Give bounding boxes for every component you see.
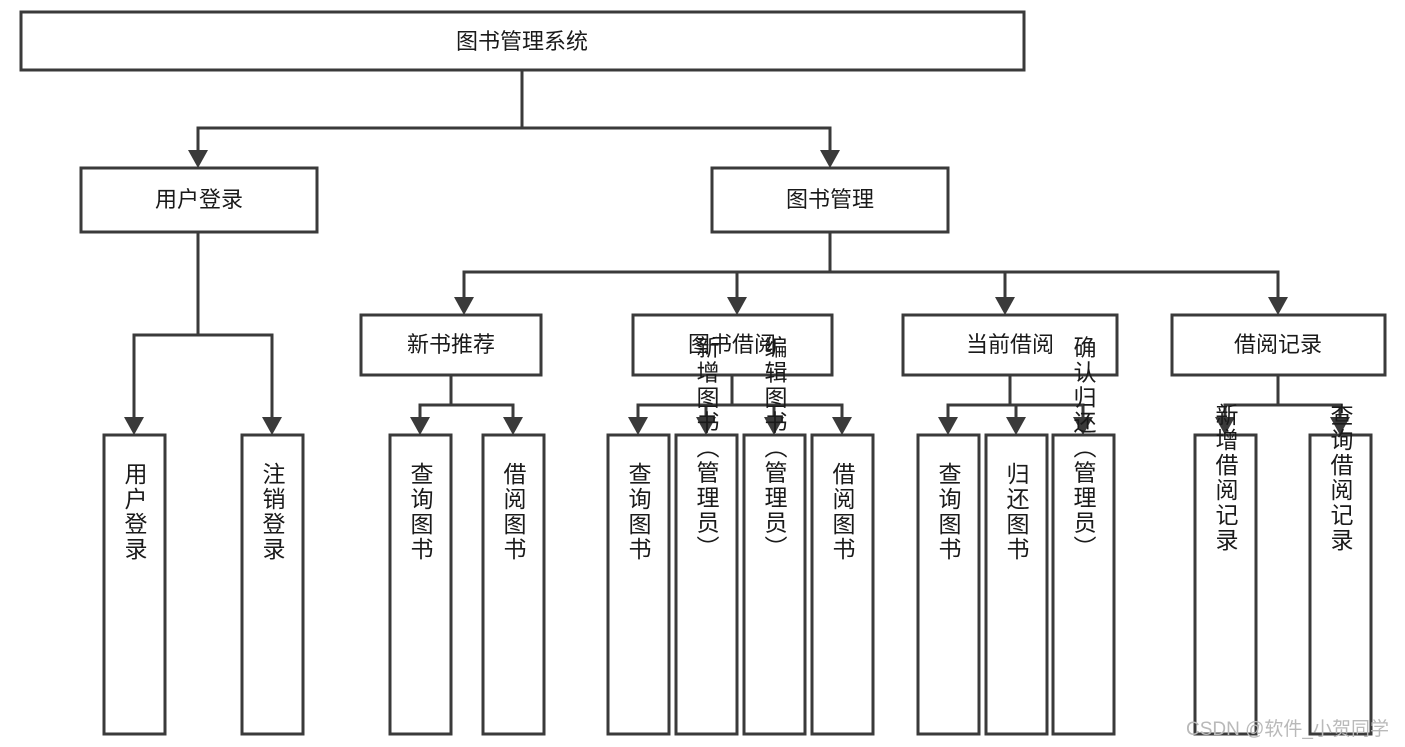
node-new-book-rec-box[interactable] [359,313,543,377]
node-leaf-return-book-label: 归还图书 [1003,462,1030,562]
csdn-watermark: CSDN @软件_小贺同学 [1186,719,1389,740]
node-book-manage-box[interactable] [710,166,950,234]
connector-edges [124,68,1350,435]
node-leaf-user-login[interactable]: 用户登录 [102,433,167,736]
node-borrow-record-label: 借阅记录 [1234,332,1322,357]
node-leaf-add-record-label: 新增借阅记录 [1212,403,1239,553]
arrow-leaf-edit-book [764,417,784,435]
arrow-leaf-query-record [1330,417,1350,435]
node-new-book-rec[interactable]: 新书推荐 [359,313,543,377]
node-leaf-borrow-book-label: 借阅图书 [829,462,856,562]
node-leaf-query-book-cur-label: 查询图书 [935,462,962,562]
node-leaf-user-logout[interactable]: 注销登录 [240,433,305,736]
node-book-manage-label: 图书管理 [786,187,874,212]
node-leaf-query-book-rec[interactable]: 查询图书 [388,433,453,736]
node-new-book-rec-label: 新书推荐 [407,332,495,357]
arrow-leaf-borrow-book-rec [503,417,523,435]
node-leaf-query-record-label: 查询借阅记录 [1327,403,1354,553]
node-book-borrow[interactable]: 图书借阅 [631,313,834,377]
node-borrow-record[interactable]: 借阅记录 [1170,313,1387,377]
node-root-box[interactable] [19,10,1026,72]
node-leaf-query-record-box[interactable] [1308,433,1373,736]
node-leaf-user-login-label: 用户登录 [121,462,148,562]
node-leaf-return-book[interactable]: 归还图书 [984,433,1049,736]
node-leaf-add-book-box[interactable] [674,433,739,736]
node-leaf-borrow-book-rec-label: 借阅图书 [500,462,527,562]
arrow-leaf-add-book [696,417,716,435]
arrow-to-borrow-record [1268,297,1288,315]
node-book-manage[interactable]: 图书管理 [710,166,950,234]
node-user-login[interactable]: 用户登录 [79,166,319,234]
node-leaf-query-record[interactable]: 查询借阅记录 [1308,403,1373,736]
arrow-leaf-query-book-rec [410,417,430,435]
arrow-leaf-add-record [1215,417,1235,435]
arrow-leaf-query-book-borrow [628,417,648,435]
node-leaf-add-book-label: 新增图书（管理员） [693,336,720,561]
node-user-login-box[interactable] [79,166,319,234]
node-current-borrow[interactable]: 当前借阅 [901,313,1119,377]
node-leaf-edit-book-box[interactable] [742,433,807,736]
node-leaf-return-book-box[interactable] [984,433,1049,736]
node-leaf-query-book-cur[interactable]: 查询图书 [916,433,981,736]
node-leaf-user-logout-box[interactable] [240,433,305,736]
node-user-login-label: 用户登录 [155,187,243,212]
node-leaf-edit-book-label: 编辑图书（管理员） [761,336,788,561]
arrow-to-current-borrow [995,297,1015,315]
node-leaf-query-book-borrow-label: 查询图书 [625,462,652,562]
node-leaf-borrow-book-rec[interactable]: 借阅图书 [481,433,546,736]
node-leaf-borrow-book-rec-box[interactable] [481,433,546,736]
arrow-leaf-user-login [124,417,144,435]
node-leaf-query-book-cur-box[interactable] [916,433,981,736]
node-leaf-borrow-book-box[interactable] [810,433,875,736]
node-leaf-query-book-rec-box[interactable] [388,433,453,736]
arrow-leaf-query-book-cur [938,417,958,435]
arrow-to-book-borrow [727,297,747,315]
node-book-borrow-label: 图书借阅 [688,332,776,357]
node-borrow-record-box[interactable] [1170,313,1387,377]
node-root[interactable]: 图书管理系统 [19,10,1026,72]
arrow-to-new-book-rec [454,297,474,315]
node-leaf-user-login-box[interactable] [102,433,167,736]
node-leaf-user-logout-label: 注销登录 [259,462,286,562]
node-leaf-add-record[interactable]: 新增借阅记录 [1193,403,1258,736]
arrow-leaf-user-logout [262,417,282,435]
arrow-leaf-return-book [1006,417,1026,435]
node-current-borrow-box[interactable] [901,313,1119,377]
node-leaf-query-book-borrow[interactable]: 查询图书 [606,433,671,736]
node-book-borrow-box[interactable] [631,313,834,377]
node-leaf-query-book-borrow-box[interactable] [606,433,671,736]
arrow-to-book-manage [820,150,840,168]
node-leaf-query-book-rec-label: 查询图书 [407,462,434,562]
node-root-label: 图书管理系统 [456,29,588,54]
node-leaf-add-record-box[interactable] [1193,433,1258,736]
node-leaf-confirm-return-box[interactable] [1051,433,1116,736]
node-leaf-confirm-return-label: 确认归还（管理员） [1070,336,1097,561]
node-current-borrow-label: 当前借阅 [966,332,1054,357]
node-leaf-borrow-book[interactable]: 借阅图书 [810,433,875,736]
node-leaf-edit-book[interactable]: 编辑图书（管理员） [742,336,807,736]
arrow-leaf-confirm-return [1073,417,1093,435]
node-leaf-confirm-return[interactable]: 确认归还（管理员） [1051,336,1116,736]
arrow-to-user-login [188,150,208,168]
node-leaf-add-book[interactable]: 新增图书（管理员） [674,336,739,736]
arrow-leaf-borrow-book [832,417,852,435]
